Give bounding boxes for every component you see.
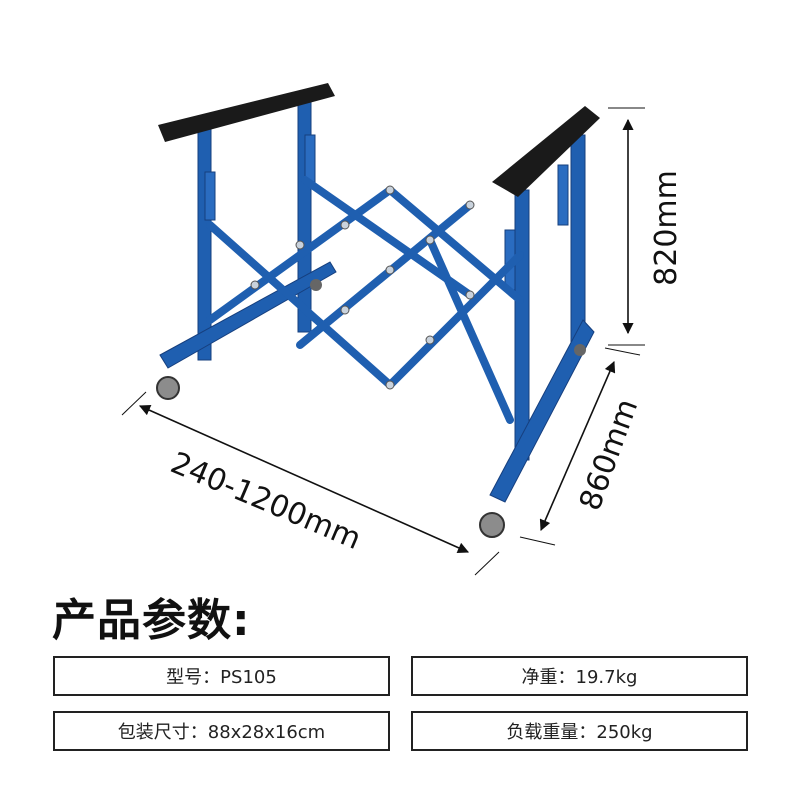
scissor-linkage <box>206 176 524 424</box>
spec-load-capacity: 负载重量：250kg <box>411 711 748 751</box>
stand-illustration <box>156 83 600 538</box>
depth-label: 860mm <box>573 394 645 515</box>
caster-back-left <box>310 279 322 291</box>
height-dimension: 820mm <box>608 107 684 346</box>
spec-model: 型号：PS105 <box>53 656 390 696</box>
right-top-pad <box>492 106 600 197</box>
caster-back-right <box>574 344 586 356</box>
caster-wheels <box>156 279 586 538</box>
spec-package-size: 包装尺寸：88x28x16cm <box>53 711 390 751</box>
product-figure: 820mm 860mm 240-1200mm <box>121 83 684 576</box>
left-frame <box>159 99 337 369</box>
width-dimension: 240-1200mm <box>121 391 500 576</box>
right-frame <box>489 134 595 503</box>
caster-front-right <box>479 512 505 538</box>
left-top-pad <box>158 83 335 142</box>
caster-front-left <box>156 376 180 400</box>
spec-net-weight: 净重：19.7kg <box>411 656 748 696</box>
linkage-pivots <box>250 185 475 390</box>
depth-dimension: 860mm <box>519 347 645 546</box>
spec-title: 产品参数: <box>52 595 251 646</box>
height-label: 820mm <box>649 170 684 286</box>
